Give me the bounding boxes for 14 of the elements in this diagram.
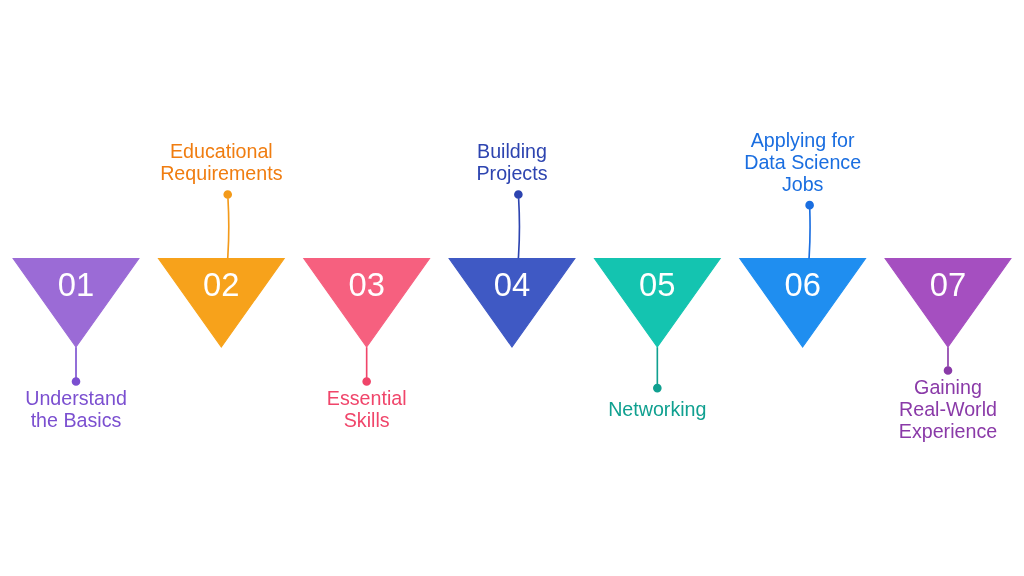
connector [514,190,523,259]
connector [653,346,662,393]
connector [71,346,81,386]
node-text: Educational Requirements [160,140,283,185]
node-text: Essential Skills [326,387,407,432]
node-text: Building Projects [476,140,548,185]
connector [362,346,371,386]
node-text: Networking [608,398,707,421]
node-text: Understand the Basics [25,387,127,432]
connector [805,200,814,260]
connector [223,190,232,259]
connector [943,346,953,375]
node-text: Applying for Data Science Jobs [744,129,862,196]
node-text: Gaining Real-World Experience [898,376,998,443]
